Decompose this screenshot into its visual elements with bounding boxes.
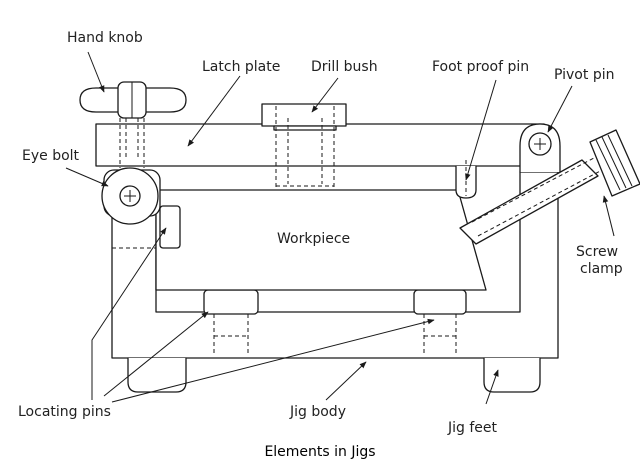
label-foot-proof-pin: Foot proof pin — [432, 59, 529, 75]
label-drill-bush: Drill bush — [311, 59, 378, 75]
label-pivot-pin: Pivot pin — [554, 67, 614, 83]
locating-pins — [203, 289, 467, 356]
label-jig-body: Jig body — [289, 404, 346, 420]
label-clamp: clamp — [580, 261, 623, 277]
eye-bolt — [101, 167, 181, 249]
label-workpiece: Workpiece — [277, 231, 350, 247]
label-jig-feet: Jig feet — [447, 420, 498, 436]
caption: Elements in Jigs — [264, 444, 375, 460]
label-locating-pins: Locating pins — [18, 404, 111, 420]
drill-bush — [261, 103, 347, 188]
label-latch-plate: Latch plate — [202, 59, 280, 75]
foot-proof-pin — [455, 160, 477, 199]
leader-lines — [65, 51, 615, 405]
hand-knob — [79, 81, 187, 168]
screw-clamp — [459, 129, 640, 245]
label-eye-bolt: Eye bolt — [22, 148, 80, 164]
workpiece — [155, 189, 487, 291]
label-hand-knob: Hand knob — [67, 30, 143, 46]
pivot-pin — [519, 123, 561, 173]
jig-feet — [127, 357, 541, 393]
label-screw: Screw — [576, 244, 618, 260]
